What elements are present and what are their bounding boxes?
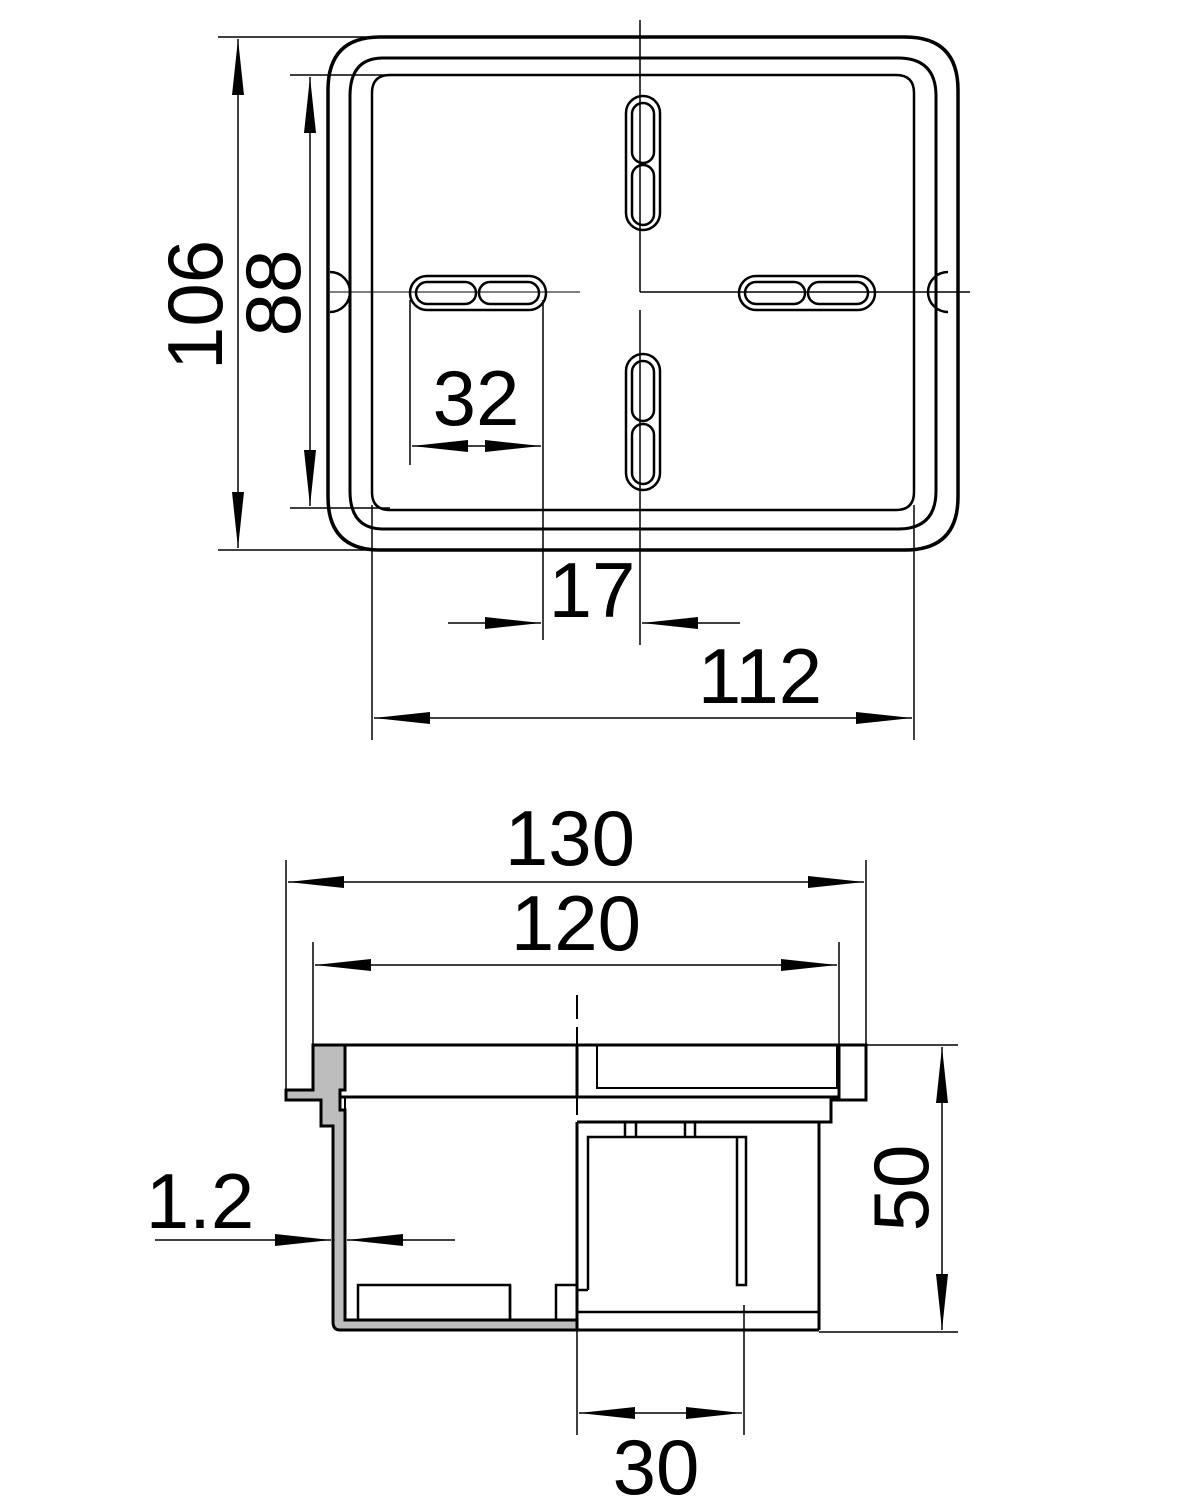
lid-inner-band <box>596 1044 838 1089</box>
dim-label-50: 50 <box>857 1145 945 1232</box>
dim-label-88: 88 <box>229 250 317 337</box>
dim-label-106: 106 <box>151 240 239 370</box>
knockout-bottom <box>624 352 662 492</box>
right-body-outline <box>575 1045 831 1332</box>
dim-label-120: 120 <box>511 879 641 967</box>
dim-label-32: 32 <box>433 354 520 442</box>
side-view <box>155 860 958 1435</box>
dim-label-17: 17 <box>549 546 636 634</box>
top-view <box>218 20 970 740</box>
extension-lines-side-view <box>285 860 958 1435</box>
left-wall-section <box>284 1043 579 1332</box>
knockout-right <box>737 274 877 312</box>
right-internal-rib <box>586 1135 748 1290</box>
dim-label-130: 130 <box>505 794 635 882</box>
flange-outline <box>326 35 960 552</box>
flange-inner-outline <box>348 56 938 531</box>
extension-lines-top-view <box>218 36 915 740</box>
internal-block <box>356 1283 512 1322</box>
dim-label-112: 112 <box>698 632 822 720</box>
knockout-top <box>624 94 662 232</box>
knockout-left <box>408 274 548 312</box>
dim-label-1-2: 1.2 <box>146 1157 254 1245</box>
clip-details <box>623 1122 697 1137</box>
inner-step <box>554 1283 577 1320</box>
dim-label-30: 30 <box>613 1423 700 1511</box>
box-inner-outline <box>370 73 916 512</box>
